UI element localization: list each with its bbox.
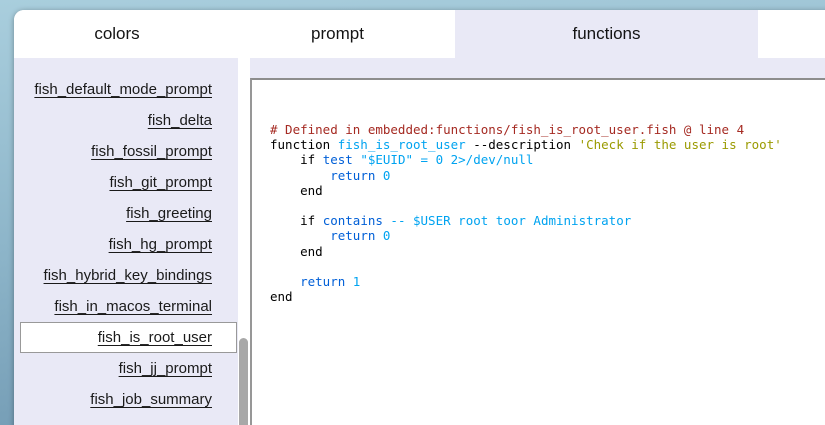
sidebar-scrollbar-thumb[interactable] — [239, 338, 248, 425]
sidebar-item-fish_default_mode_prompt[interactable]: fish_default_mode_prompt — [34, 81, 212, 98]
code-line — [270, 198, 825, 213]
sidebar-item-fish_git_prompt[interactable]: fish_git_prompt — [109, 174, 212, 191]
sidebar-item-fish_hg_prompt[interactable]: fish_hg_prompt — [108, 236, 212, 253]
function-source-pane: # Defined in embedded:functions/fish_is_… — [250, 78, 825, 425]
tab-bar-spacer — [758, 10, 825, 58]
code-line — [270, 259, 825, 274]
code-line: # Defined in embedded:functions/fish_is_… — [270, 122, 745, 137]
sidebar-item-fish_in_macos_terminal[interactable]: fish_in_macos_terminal — [54, 298, 212, 315]
sidebar-item-fish_fossil_prompt[interactable]: fish_fossil_prompt — [91, 143, 212, 160]
code-line: if test "$EUID" = 0 2>/dev/null — [270, 152, 534, 168]
code-line: end — [270, 182, 323, 198]
code-line: end — [270, 243, 323, 259]
code-line: return 0 — [330, 228, 391, 244]
code-line: end — [270, 289, 293, 305]
sidebar-item-fish_greeting[interactable]: fish_greeting — [126, 205, 212, 222]
sidebar-item-fish_job_summary[interactable]: fish_job_summary — [90, 391, 212, 408]
sidebar-item-fish_is_root_user[interactable]: fish_is_root_user — [20, 322, 237, 353]
fish-config-window: colors prompt functions fish_default_mod… — [14, 10, 825, 425]
tab-bar: colors prompt functions — [14, 10, 825, 58]
tab-colors[interactable]: colors — [94, 24, 140, 43]
sidebar-item-fish_delta[interactable]: fish_delta — [147, 112, 212, 129]
code-line: return 1 — [300, 274, 361, 289]
code-line: if contains -- $USER root toor Administr… — [270, 213, 632, 229]
function-source-code: # Defined in embedded:functions/fish_is_… — [270, 122, 825, 304]
sidebar-scrollbar-track[interactable] — [238, 58, 250, 425]
tab-prompt[interactable]: prompt — [311, 24, 364, 43]
sidebar-item-fish_hybrid_key_bindings[interactable]: fish_hybrid_key_bindings — [43, 267, 212, 284]
functions-panel: fish_default_mode_prompt fish_delta fish_f… — [14, 58, 825, 425]
tab-functions[interactable]: functions — [455, 10, 758, 58]
code-line: function fish_is_root_user --description… — [270, 137, 782, 153]
sidebar-item-fish_jj_prompt[interactable]: fish_jj_prompt — [118, 360, 212, 377]
function-list: fish_default_mode_prompt fish_delta fish_f… — [14, 58, 238, 425]
code-line: return 0 — [330, 167, 391, 183]
